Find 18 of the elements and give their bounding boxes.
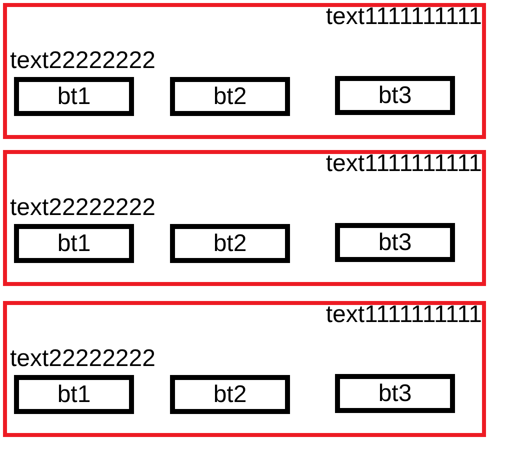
button: bt2 xyxy=(170,77,290,116)
button: bt3 xyxy=(335,223,455,262)
panel xyxy=(3,301,486,437)
panel xyxy=(3,150,486,286)
text-label: text22222222 xyxy=(10,194,156,222)
text-label: text1111111111 xyxy=(326,301,482,329)
text-label: text1111111111 xyxy=(326,150,482,178)
button: bt3 xyxy=(335,374,455,413)
text-label: text1111111111 xyxy=(326,3,482,31)
text-label: text22222222 xyxy=(10,345,156,373)
button: bt1 xyxy=(14,77,134,116)
button: bt1 xyxy=(14,375,134,414)
panel xyxy=(3,3,486,139)
text-label: text22222222 xyxy=(10,47,156,75)
button: bt3 xyxy=(335,76,455,115)
button: bt1 xyxy=(14,224,134,263)
button: bt2 xyxy=(170,375,290,414)
button: bt2 xyxy=(170,224,290,263)
